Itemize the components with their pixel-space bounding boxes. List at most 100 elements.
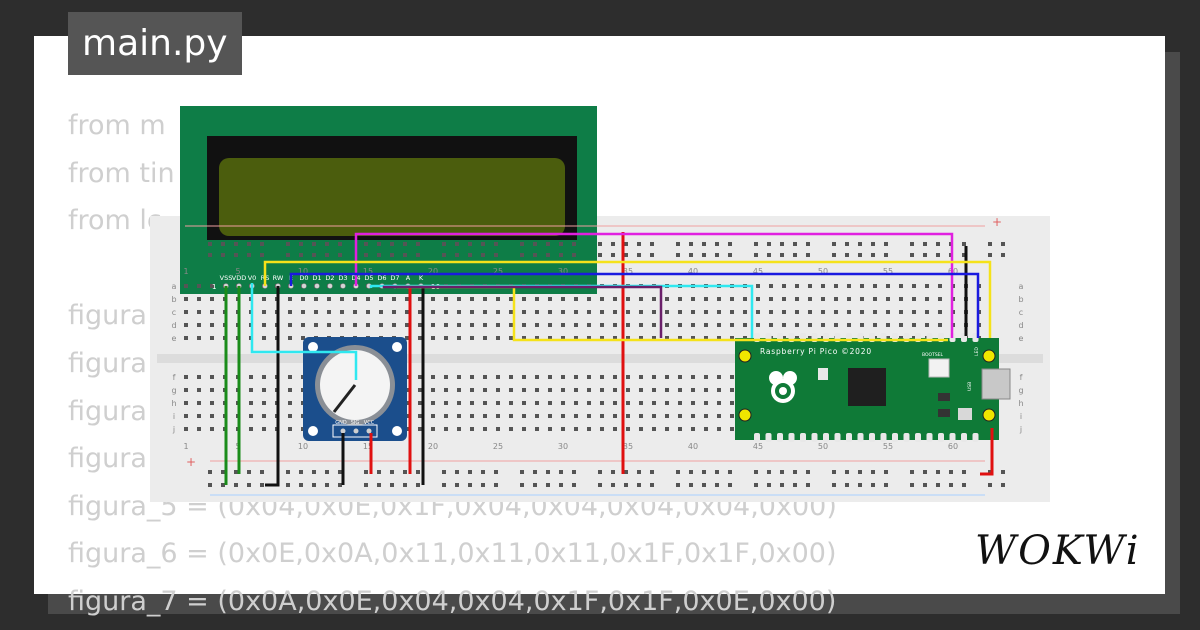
rail-hole[interactable] (923, 483, 927, 487)
file-tab[interactable]: main.py (68, 12, 242, 75)
breadboard-hole[interactable] (210, 310, 214, 314)
breadboard-hole[interactable] (444, 297, 448, 301)
rail-hole[interactable] (676, 470, 680, 474)
rail-hole[interactable] (806, 470, 810, 474)
breadboard-hole[interactable] (717, 388, 721, 392)
breadboard-hole[interactable] (873, 284, 877, 288)
breadboard-hole[interactable] (262, 401, 266, 405)
breadboard-hole[interactable] (210, 388, 214, 392)
breadboard-hole[interactable] (431, 375, 435, 379)
breadboard-hole[interactable] (626, 336, 630, 340)
breadboard-hole[interactable] (626, 388, 630, 392)
breadboard-hole[interactable] (691, 336, 695, 340)
breadboard-hole[interactable] (730, 414, 734, 418)
breadboard-hole[interactable] (847, 297, 851, 301)
rail-hole[interactable] (910, 242, 914, 246)
breadboard-hole[interactable] (509, 414, 513, 418)
breadboard-hole[interactable] (444, 336, 448, 340)
breadboard-hole[interactable] (522, 297, 526, 301)
rail-hole[interactable] (715, 483, 719, 487)
rail-hole[interactable] (533, 242, 537, 246)
breadboard-hole[interactable] (834, 310, 838, 314)
breadboard-hole[interactable] (418, 427, 422, 431)
breadboard-hole[interactable] (587, 297, 591, 301)
breadboard-hole[interactable] (431, 297, 435, 301)
rail-hole[interactable] (676, 242, 680, 246)
breadboard-hole[interactable] (704, 310, 708, 314)
breadboard-hole[interactable] (431, 388, 435, 392)
breadboard-hole[interactable] (431, 323, 435, 327)
rail-hole[interactable] (377, 470, 381, 474)
breadboard-hole[interactable] (314, 323, 318, 327)
breadboard-hole[interactable] (795, 284, 799, 288)
rail-hole[interactable] (338, 242, 342, 246)
breadboard-hole[interactable] (769, 284, 773, 288)
breadboard-hole[interactable] (912, 297, 916, 301)
breadboard-hole[interactable] (288, 375, 292, 379)
breadboard-hole[interactable] (301, 336, 305, 340)
breadboard-hole[interactable] (210, 427, 214, 431)
pico-pad[interactable] (938, 433, 944, 442)
breadboard-hole[interactable] (197, 297, 201, 301)
breadboard-hole[interactable] (665, 427, 669, 431)
rail-hole[interactable] (962, 253, 966, 257)
breadboard-hole[interactable] (301, 310, 305, 314)
breadboard-hole[interactable] (587, 427, 591, 431)
breadboard-hole[interactable] (483, 401, 487, 405)
breadboard-hole[interactable] (184, 284, 188, 288)
rail-hole[interactable] (390, 483, 394, 487)
lcd-pin[interactable] (301, 283, 307, 289)
breadboard-hole[interactable] (548, 336, 552, 340)
breadboard-hole[interactable] (886, 284, 890, 288)
rail-hole[interactable] (286, 253, 290, 257)
rail-hole[interactable] (611, 242, 615, 246)
breadboard-hole[interactable] (652, 388, 656, 392)
rail-hole[interactable] (923, 242, 927, 246)
breadboard-hole[interactable] (665, 297, 669, 301)
breadboard-hole[interactable] (938, 284, 942, 288)
rail-hole[interactable] (364, 253, 368, 257)
pico-pad[interactable] (869, 433, 875, 442)
rail-hole[interactable] (572, 253, 576, 257)
rail-hole[interactable] (598, 253, 602, 257)
breadboard-hole[interactable] (496, 401, 500, 405)
rail-hole[interactable] (364, 470, 368, 474)
breadboard-hole[interactable] (431, 427, 435, 431)
rail-hole[interactable] (572, 242, 576, 246)
breadboard-hole[interactable] (483, 375, 487, 379)
breadboard-hole[interactable] (626, 427, 630, 431)
breadboard-hole[interactable] (652, 427, 656, 431)
breadboard-hole[interactable] (574, 375, 578, 379)
breadboard-hole[interactable] (613, 401, 617, 405)
breadboard-hole[interactable] (457, 414, 461, 418)
breadboard-hole[interactable] (691, 427, 695, 431)
breadboard-hole[interactable] (249, 388, 253, 392)
breadboard-hole[interactable] (925, 284, 929, 288)
breadboard-hole[interactable] (535, 310, 539, 314)
rail-hole[interactable] (624, 483, 628, 487)
breadboard-hole[interactable] (704, 336, 708, 340)
wire-yellow-d7[interactable] (395, 285, 948, 342)
rail-hole[interactable] (312, 253, 316, 257)
breadboard-hole[interactable] (509, 427, 513, 431)
rail-hole[interactable] (481, 242, 485, 246)
breadboard-hole[interactable] (574, 297, 578, 301)
rail-hole[interactable] (559, 470, 563, 474)
breadboard-hole[interactable] (574, 310, 578, 314)
breadboard-hole[interactable] (561, 427, 565, 431)
rail-hole[interactable] (481, 483, 485, 487)
breadboard-hole[interactable] (652, 375, 656, 379)
breadboard-hole[interactable] (249, 401, 253, 405)
rail-hole[interactable] (845, 242, 849, 246)
rail-hole[interactable] (793, 470, 797, 474)
breadboard-hole[interactable] (366, 310, 370, 314)
rail-hole[interactable] (728, 253, 732, 257)
breadboard-hole[interactable] (730, 336, 734, 340)
rail-hole[interactable] (1001, 483, 1005, 487)
rail-hole[interactable] (923, 470, 927, 474)
breadboard-hole[interactable] (288, 427, 292, 431)
breadboard-hole[interactable] (613, 323, 617, 327)
rail-hole[interactable] (494, 242, 498, 246)
rail-hole[interactable] (806, 253, 810, 257)
breadboard-hole[interactable] (418, 401, 422, 405)
